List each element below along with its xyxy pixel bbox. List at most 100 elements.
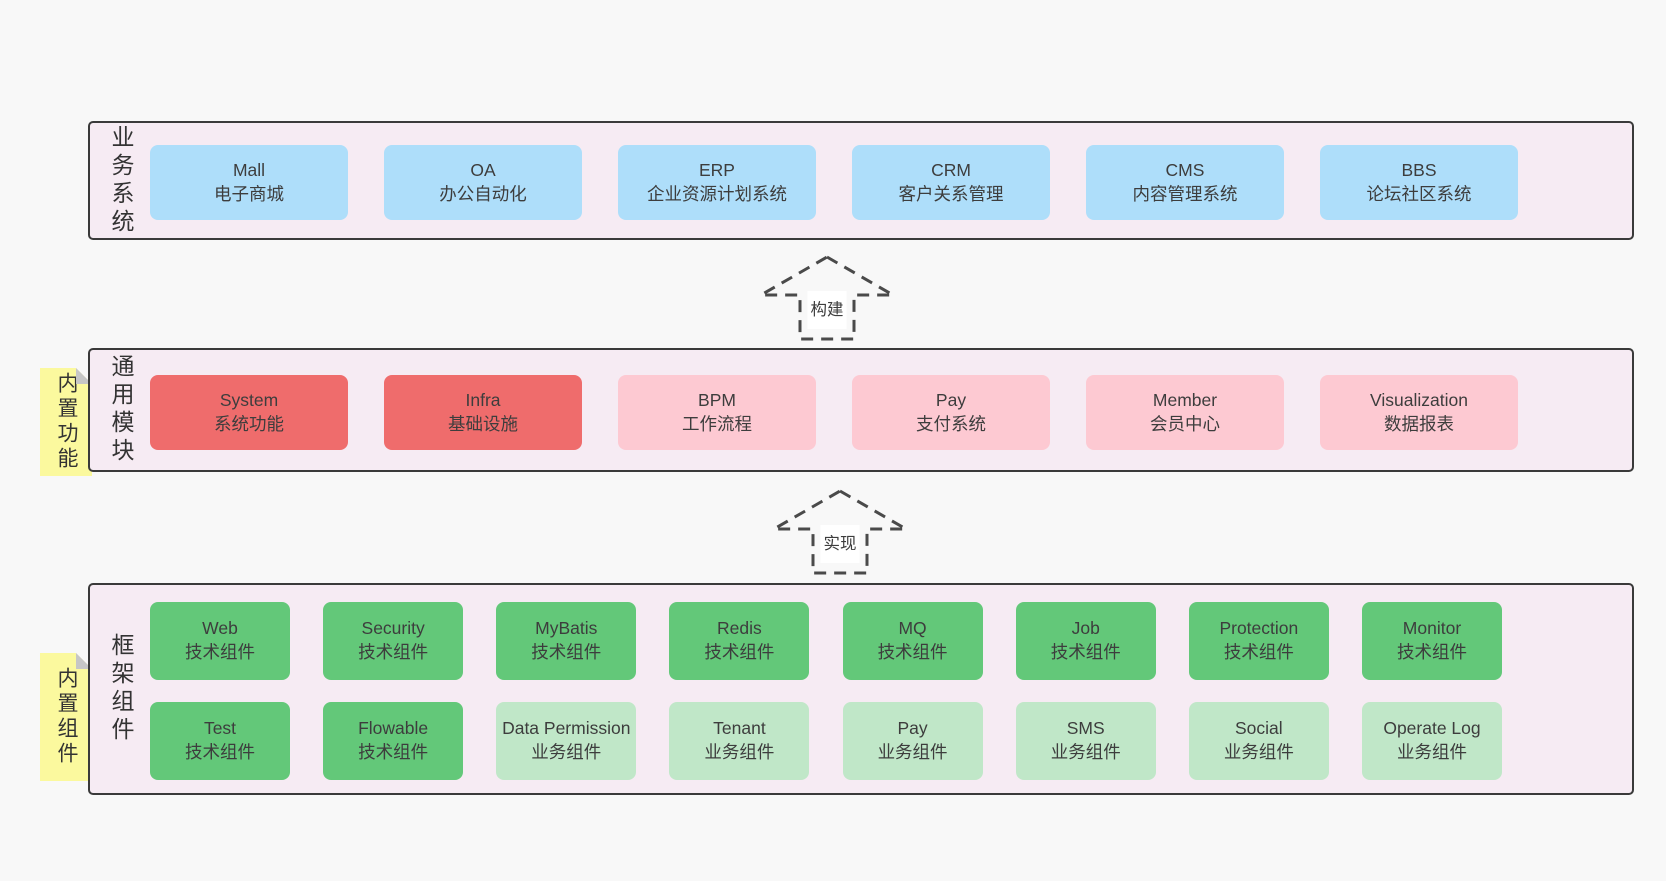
box-subtitle: 技术组件 [1223,642,1294,662]
box-infra: Infra 基础设施 [384,375,582,450]
box-subtitle: 业务组件 [531,742,602,762]
box-title: Web [202,618,238,639]
box-tenant: Tenant 业务组件 [669,702,810,780]
layer-framework-components: 框架组件 Web 技术组件 Security 技术组件 MyBatis 技术组件… [88,583,1634,795]
arrow-label-build: 构建 [807,291,847,330]
box-title: Security [361,618,425,639]
box-subtitle: 会员中心 [1150,413,1220,434]
box-data-permission: Data Permission 业务组件 [496,702,637,780]
box-title: Visualization [1370,389,1468,410]
box-title: BBS [1401,159,1437,180]
box-title: Operate Log [1383,718,1481,739]
box-title: Data Permission [502,718,631,739]
box-title: Flowable [358,718,429,739]
box-social: Social 业务组件 [1188,702,1329,780]
box-subtitle: 企业资源计划系统 [647,183,787,204]
box-title: Tenant [713,718,766,739]
box-title: MQ [898,618,927,639]
box-title: Infra [465,389,501,410]
layer-common-modules: 通用模块 System 系统功能 Infra 基础设施 BPM 工作流程 Pay… [88,348,1634,472]
arrow-implement: 实现 [770,488,910,576]
sticky-note-builtin-components: 内置组件 [40,653,92,781]
box-title: CMS [1165,159,1205,180]
box-title: CRM [931,159,971,180]
box-subtitle: 业务组件 [1050,742,1121,762]
box-title: Member [1152,389,1218,410]
layer-label-common-modules: 通用模块 [108,354,134,466]
box-subtitle: 技术组件 [1396,642,1467,662]
box-subtitle: 内容管理系统 [1132,183,1238,204]
box-crm: CRM 客户关系管理 [852,145,1050,220]
box-subtitle: 业务组件 [704,742,775,762]
business-boxes-row: Mall 电子商城 OA 办公自动化 ERP 企业资源计划系统 CRM 客户关系… [150,145,1518,220]
box-subtitle: 客户关系管理 [898,183,1004,204]
box-subtitle: 业务组件 [1396,742,1467,762]
box-subtitle: 数据报表 [1384,413,1454,434]
box-erp: ERP 企业资源计划系统 [618,145,816,220]
box-pay-system: Pay 支付系统 [852,375,1050,450]
box-sms: SMS 业务组件 [1015,702,1156,780]
box-title: Monitor [1402,618,1462,639]
box-subtitle: 技术组件 [877,642,948,662]
sticky-note-builtin-features: 内置功能 [40,368,92,476]
box-operate-log: Operate Log 业务组件 [1361,702,1502,780]
box-title: Mall [232,159,266,180]
box-subtitle: 技术组件 [358,742,429,762]
box-mall: Mall 电子商城 [150,145,348,220]
box-title: Pay [935,389,967,410]
box-mq: MQ 技术组件 [842,602,983,680]
box-bpm: BPM 工作流程 [618,375,816,450]
components-row-technical: Web 技术组件 Security 技术组件 MyBatis 技术组件 Redi… [150,602,1502,680]
box-title: MyBatis [535,618,598,639]
box-subtitle: 论坛社区系统 [1366,183,1472,204]
box-test: Test 技术组件 [150,702,290,780]
box-flowable: Flowable 技术组件 [323,702,464,780]
box-subtitle: 技术组件 [704,642,775,662]
box-subtitle: 技术组件 [531,642,602,662]
box-title: Redis [717,618,762,639]
box-protection: Protection 技术组件 [1188,602,1329,680]
sticky-note-text: 内置功能 [55,372,78,472]
layer-label-business-systems: 业务系统 [108,124,134,237]
box-subtitle: 业务组件 [1223,742,1294,762]
box-visualization: Visualization 数据报表 [1320,375,1518,450]
box-system: System 系统功能 [150,375,348,450]
box-pay-component: Pay 业务组件 [842,702,983,780]
arrow-label-implement: 实现 [820,525,860,564]
box-title: Pay [897,718,928,739]
up-arrow-icon [770,489,910,575]
box-subtitle: 电子商城 [214,183,284,204]
box-member: Member 会员中心 [1086,375,1284,450]
box-cms: CMS 内容管理系统 [1086,145,1284,220]
box-subtitle: 技术组件 [185,742,255,762]
box-subtitle: 支付系统 [916,413,986,434]
box-title: Protection [1219,618,1299,639]
up-arrow-icon [757,255,897,341]
box-subtitle: 基础设施 [448,413,518,434]
box-subtitle: 技术组件 [185,642,255,662]
sticky-note-text: 内置组件 [55,667,78,767]
box-monitor: Monitor 技术组件 [1361,602,1502,680]
box-subtitle: 技术组件 [358,642,429,662]
box-redis: Redis 技术组件 [669,602,810,680]
box-security: Security 技术组件 [323,602,464,680]
layer-label-framework-components: 框架组件 [108,633,134,745]
box-title: Test [203,718,237,739]
box-oa: OA 办公自动化 [384,145,582,220]
box-mybatis: MyBatis 技术组件 [496,602,637,680]
box-job: Job 技术组件 [1015,602,1156,680]
components-row-business: Test 技术组件 Flowable 技术组件 Data Permission … [150,702,1502,780]
box-title: OA [470,159,496,180]
box-title: Job [1071,618,1100,639]
box-subtitle: 系统功能 [214,413,284,434]
box-web: Web 技术组件 [150,602,290,680]
box-title: BPM [698,389,736,410]
box-title: Social [1235,718,1283,739]
arrow-build: 构建 [757,254,897,342]
box-subtitle: 技术组件 [1050,642,1121,662]
box-title: SMS [1066,718,1105,739]
box-title: ERP [699,159,735,180]
box-subtitle: 业务组件 [877,742,948,762]
box-bbs: BBS 论坛社区系统 [1320,145,1518,220]
modules-boxes-row: System 系统功能 Infra 基础设施 BPM 工作流程 Pay 支付系统… [150,375,1518,450]
